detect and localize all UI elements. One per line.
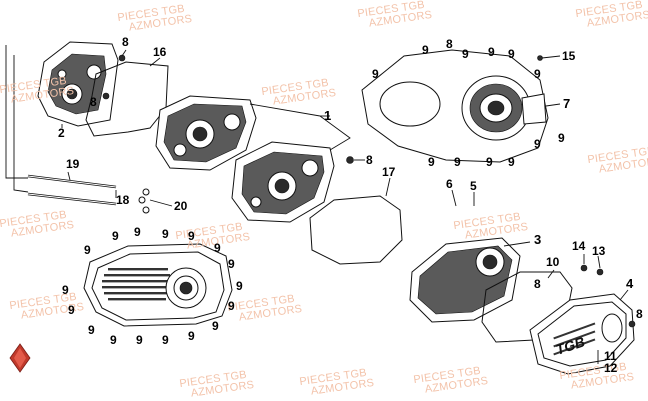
bolt-icon [580,264,636,328]
callout-15: 15 [562,49,576,63]
callout-9: 9 [88,323,95,337]
callout-9: 9 [188,329,195,343]
callout-17: 17 [382,165,396,179]
stud-bolts [27,174,117,206]
callout-9: 9 [188,229,195,243]
tgb-logo-icon [9,343,31,373]
callout-9: 9 [454,155,461,169]
callout-9: 9 [534,137,541,151]
callout-9: 9 [110,333,117,347]
callout-9: 9 [228,299,235,313]
bolt-icon [102,54,126,100]
outer-cover-left [83,243,233,327]
callout-9: 9 [134,225,141,239]
callout-9: 9 [534,67,541,81]
callout-9: 9 [372,67,379,81]
leader-lines [5,45,629,364]
callout-2: 2 [58,126,65,140]
callout-13: 13 [592,244,606,258]
callout-4: 4 [626,276,634,291]
engine-block-upper [155,95,257,171]
callout-9: 9 [488,45,495,59]
bolt-icon [346,156,354,164]
callout-9: 9 [84,243,91,257]
callout-9: 9 [462,47,469,61]
callout-8: 8 [366,153,373,167]
clutch-cover-3 [409,237,521,323]
callout-9: 9 [508,155,515,169]
callout-7: 7 [563,96,571,111]
gasket-16 [85,61,169,137]
callout-9: 9 [162,333,169,347]
callout-20: 20 [174,199,188,213]
gasket-17 [309,195,403,265]
callout-9: 9 [428,155,435,169]
callout-9: 9 [422,43,429,57]
callout-8: 8 [90,95,97,109]
callout-8: 8 [636,307,643,321]
clutch-cover-inner [361,49,549,163]
callout-9: 9 [112,229,119,243]
callout-9: 9 [212,319,219,333]
callout-8: 8 [534,277,541,291]
callout-1: 1 [324,108,332,123]
callout-11: 11 [604,349,617,363]
callout-9: 9 [68,303,75,317]
callout-8: 8 [122,35,129,49]
callout-9: 9 [236,279,243,293]
callout-9: 9 [228,257,235,271]
callout-9: 9 [162,227,169,241]
callout-14: 14 [572,239,586,253]
callout-16: 16 [153,45,167,59]
callout-19: 19 [66,157,80,171]
engine-block-lower [231,141,335,223]
callout-18: 18 [116,193,130,207]
callout-9: 9 [508,47,515,61]
callout-9: 9 [62,283,69,297]
tgb-cover-4: TGB [529,293,635,375]
callout-12: 12 [604,361,618,375]
callout-5: 5 [470,179,477,193]
seal-ring-7 [521,93,547,125]
callout-9: 9 [214,241,221,255]
callout-9: 9 [136,333,143,347]
callout-3: 3 [534,232,542,247]
callout-6: 6 [446,177,453,191]
bolt-icon [537,55,543,61]
callout-10: 10 [546,255,560,269]
callout-9: 9 [486,155,493,169]
callout-8: 8 [446,37,453,51]
dowel-pin-icon [138,188,150,214]
callout-9: 9 [558,131,565,145]
